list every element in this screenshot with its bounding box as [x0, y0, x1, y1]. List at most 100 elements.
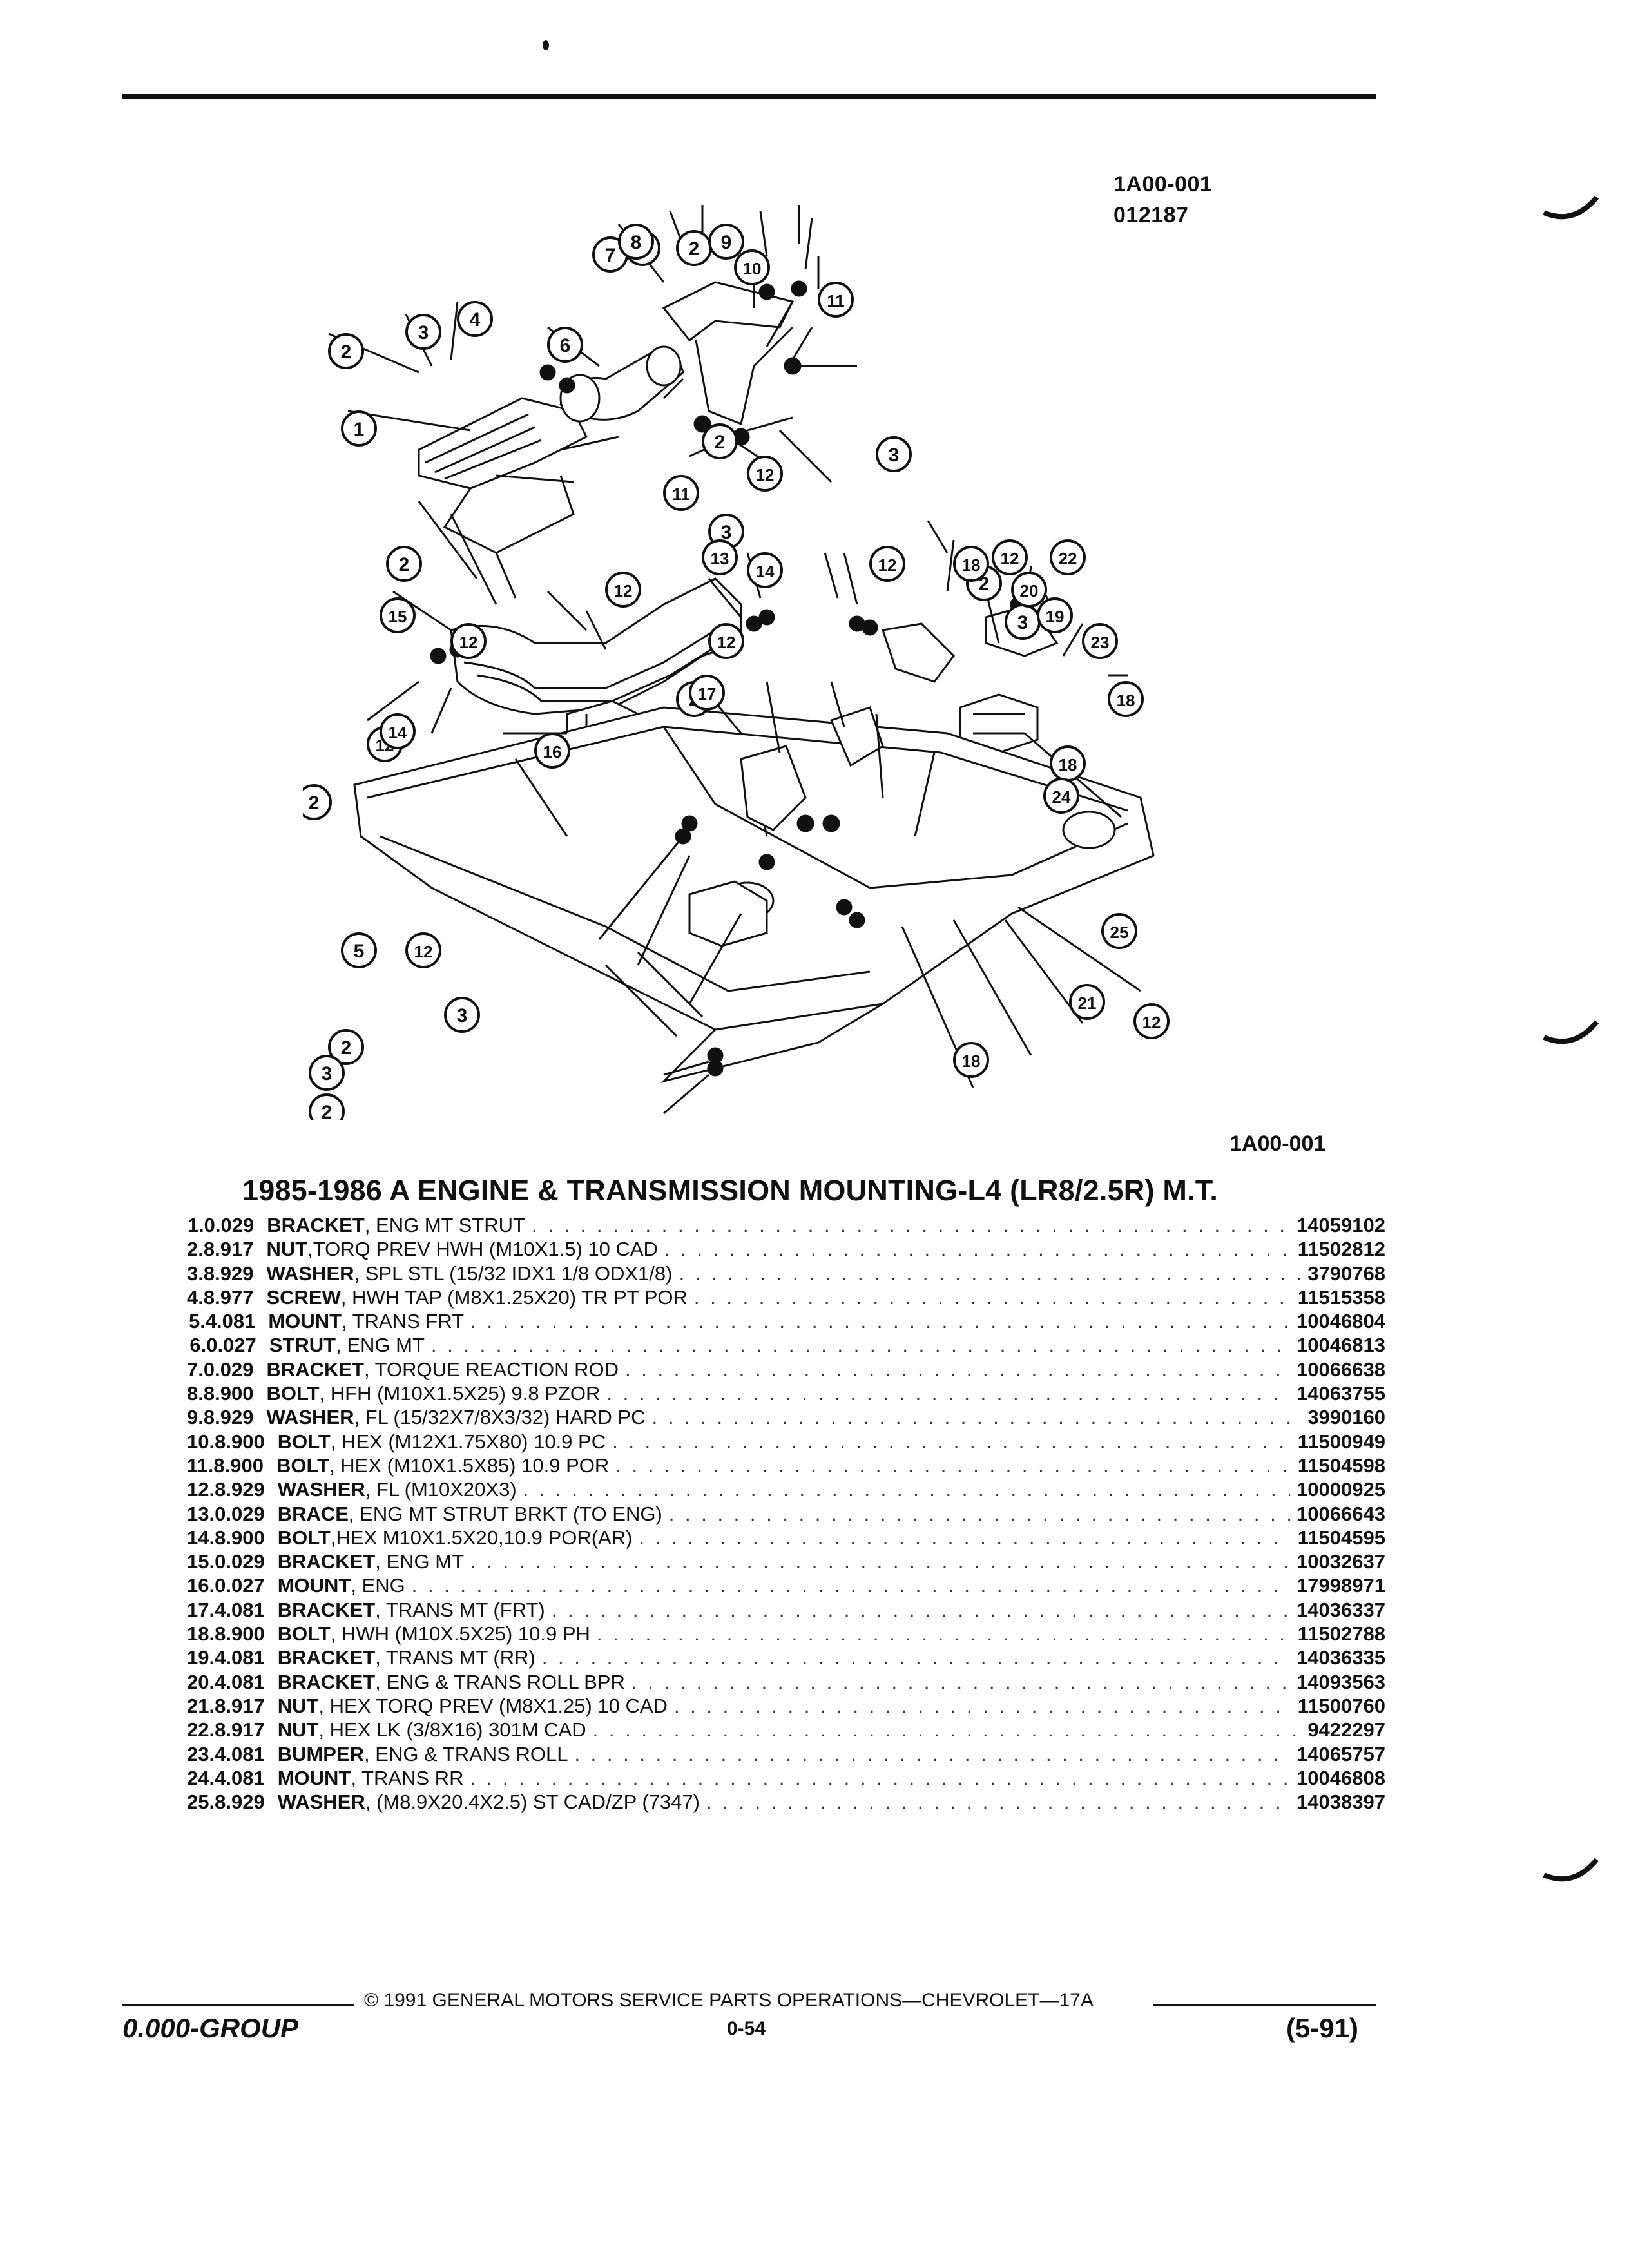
- part-name: WASHER: [266, 1262, 354, 1285]
- callout-25: 25: [1101, 913, 1137, 949]
- dot-leader: [470, 1550, 1290, 1573]
- part-name: BUMPER: [277, 1742, 365, 1765]
- callout-12: 12: [747, 456, 783, 492]
- part-spec: , ENG MT STRUT BRKT (TO ENG): [348, 1502, 662, 1525]
- part-name: BRACKET: [266, 1358, 364, 1381]
- callout-2: 2: [702, 423, 738, 459]
- callout-circle: [605, 572, 641, 608]
- part-name: MOUNT: [277, 1574, 351, 1597]
- dot-leader: [412, 1574, 1290, 1597]
- callout-label: 2: [322, 1102, 333, 1120]
- part-catalog-number: 10046808: [1296, 1766, 1385, 1789]
- diagram-linework: [328, 205, 1155, 1115]
- part-number: 4.: [187, 1285, 204, 1309]
- callout-label: 3: [721, 522, 732, 543]
- dot-leader: [679, 1262, 1301, 1285]
- dot-leader: [674, 1695, 1291, 1718]
- callout-label: 12: [1001, 549, 1019, 568]
- part-group-code: 8.917: [215, 1694, 265, 1717]
- callout-circle: [876, 436, 912, 472]
- callout-3: 3: [876, 436, 912, 472]
- part-spec: ,HEX M10X1.5X20,10.9 POR(AR): [330, 1526, 633, 1549]
- callout-21: 21: [1069, 984, 1105, 1020]
- part-name: STRUT: [269, 1334, 336, 1357]
- callout-label: 12: [459, 633, 478, 652]
- callout-label: 12: [414, 942, 433, 961]
- dot-leader: [625, 1358, 1290, 1381]
- callout-circle: [341, 410, 377, 447]
- part-catalog-number: 11504595: [1297, 1526, 1385, 1549]
- part-spec: , ENG & TRANS ROLL: [364, 1742, 568, 1765]
- part-spec: , TRANS MT (FRT): [375, 1598, 545, 1621]
- dot-leader: [612, 1430, 1291, 1454]
- callout-circle: [734, 249, 770, 285]
- part-catalog-number: 11515358: [1297, 1285, 1385, 1309]
- callout-circle: [457, 301, 493, 337]
- part-catalog-number: 11502788: [1297, 1622, 1385, 1646]
- part-description: BOLT,HEX M10X1.5X20,10.9 POR(AR): [278, 1526, 633, 1550]
- callout-18: 18: [1108, 681, 1144, 717]
- part-group-code: 8.977: [203, 1285, 254, 1309]
- part-catalog-number: 11504598: [1297, 1454, 1385, 1477]
- callout-6: 6: [547, 327, 583, 363]
- part-number: 6.: [189, 1334, 207, 1357]
- dot-leader: [597, 1622, 1291, 1646]
- part-spec: , HWH TAP (M8X1.25X20) TR PT POR: [340, 1285, 688, 1309]
- part-group-code: 8.900: [215, 1622, 265, 1646]
- part-number: 10.: [187, 1430, 215, 1453]
- part-group-code: 8.900: [215, 1526, 265, 1549]
- callout-2: 2: [386, 546, 422, 582]
- part-description: BRACKET, TRANS MT (FRT): [278, 1599, 545, 1622]
- part-description: BOLT, HFH (M10X1.5X25) 9.8 PZOR: [266, 1382, 600, 1405]
- part-number: 12.: [187, 1478, 215, 1501]
- part-catalog-number: 14036337: [1296, 1598, 1385, 1621]
- part-name: BOLT: [277, 1526, 331, 1549]
- callout-label: 2: [309, 793, 320, 814]
- part-number: 22.: [187, 1718, 215, 1742]
- callout-14: 14: [380, 713, 416, 749]
- callout-label: 12: [878, 555, 897, 575]
- callout-label: 17: [698, 684, 717, 704]
- part-number: 16.: [187, 1574, 215, 1597]
- part-description: MOUNT, ENG: [278, 1574, 405, 1597]
- part-catalog-number: 10066638: [1296, 1358, 1385, 1381]
- part-catalog-number: 9422297: [1307, 1718, 1385, 1742]
- part-catalog-number: 14093563: [1296, 1670, 1385, 1693]
- binder-hole-mark-bottom: [1543, 1858, 1599, 1882]
- part-group-code: 8.929: [215, 1478, 265, 1501]
- part-description: MOUNT, TRANS RR: [278, 1767, 464, 1790]
- callout-label: 14: [389, 723, 407, 742]
- part-spec: , FL (15/32X7/8X3/32) HARD PC: [354, 1406, 646, 1429]
- callout-12: 12: [605, 572, 641, 608]
- part-description: SCREW, HWH TAP (M8X1.25X20) TR PT POR: [266, 1286, 687, 1309]
- part-catalog-number: 10046813: [1296, 1334, 1385, 1357]
- part-group-code: 4.081: [215, 1670, 265, 1693]
- callout-circle: [405, 932, 441, 968]
- callout-label: 2: [979, 573, 990, 595]
- part-catalog-number: 11502812: [1297, 1238, 1385, 1261]
- part-spec: , HEX TORQ PREV (M8X1.25) 10 CAD: [318, 1694, 668, 1717]
- part-name: BOLT: [277, 1430, 331, 1453]
- callout-2: 2: [328, 333, 364, 369]
- callout-circle: [328, 1029, 364, 1065]
- callout-11: 11: [818, 282, 854, 318]
- part-description: BRACE, ENG MT STRUT BRKT (TO ENG): [278, 1503, 662, 1526]
- dot-leader: [542, 1646, 1290, 1669]
- callout-circle: [534, 733, 570, 769]
- part-group-code: 8.900: [213, 1454, 264, 1477]
- part-group-code: 8.917: [203, 1238, 254, 1261]
- dot-leader: [706, 1791, 1290, 1814]
- part-number: 17.: [187, 1598, 215, 1621]
- part-group-code: 4.081: [215, 1742, 265, 1765]
- part-description: WASHER, FL (15/32X7/8X3/32) HARD PC: [266, 1406, 645, 1429]
- part-number: 8.: [187, 1382, 204, 1405]
- part-spec: , TORQUE REACTION ROD: [364, 1358, 619, 1381]
- part-description: BRACKET, TORQUE REACTION ROD: [266, 1358, 619, 1381]
